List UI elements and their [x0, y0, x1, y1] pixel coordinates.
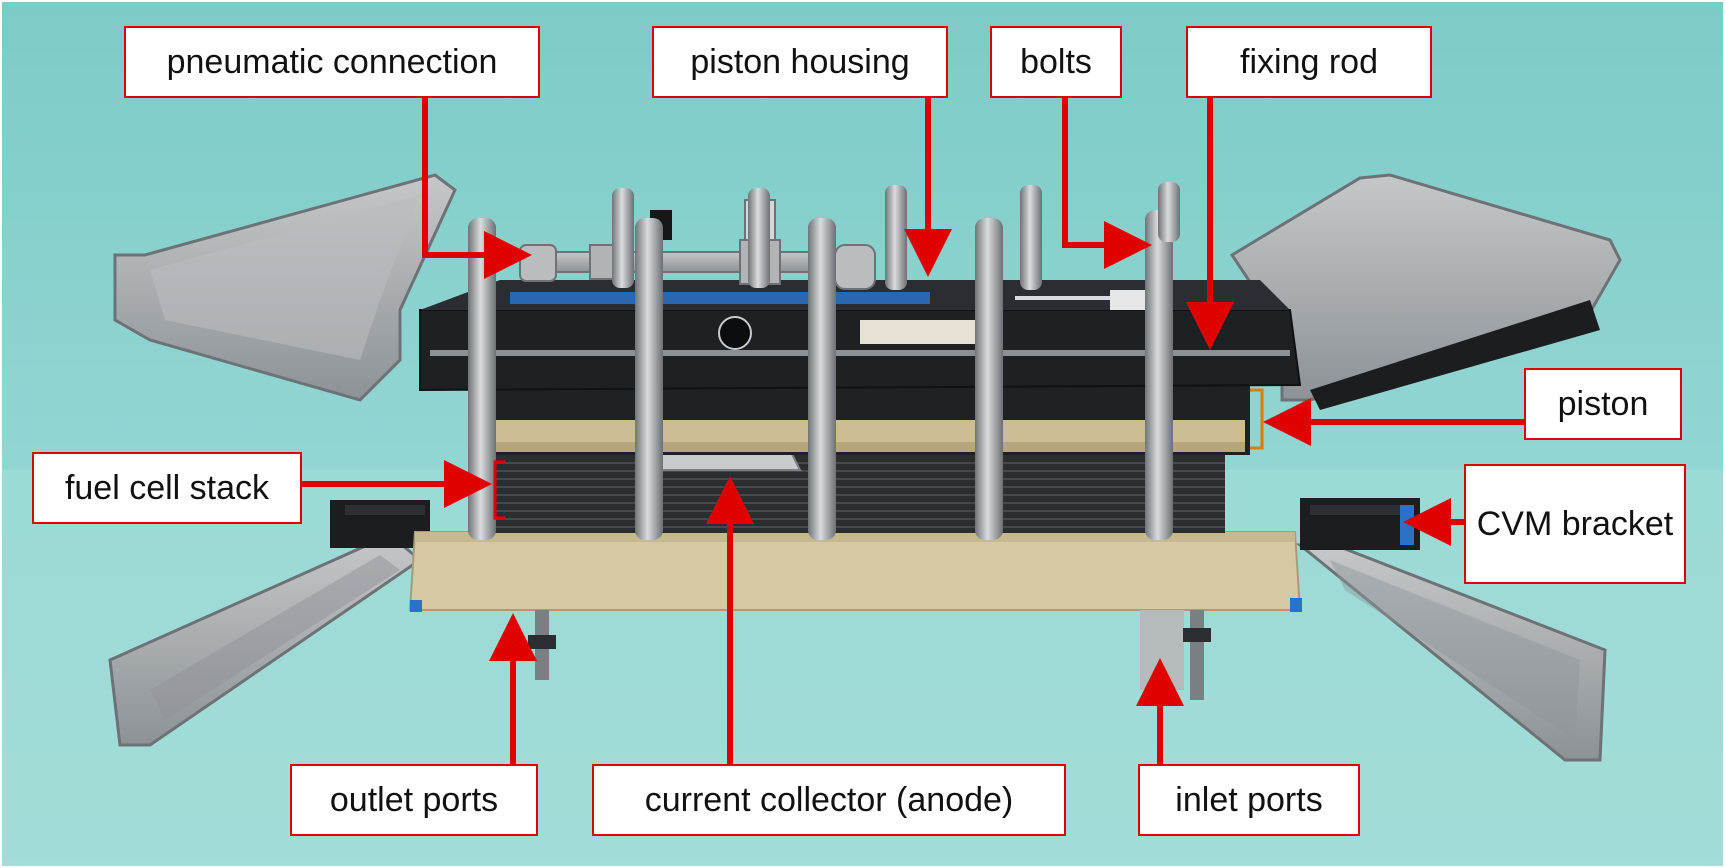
label-outlet-ports: outlet ports [290, 764, 538, 836]
left-handle [113, 173, 457, 402]
stack-bracket [493, 460, 505, 520]
label-current-collector: current collector (anode) [592, 764, 1066, 836]
cvm-bracket-right [1300, 498, 1420, 550]
label-piston: piston [1524, 368, 1682, 440]
annotation-arrows [302, 98, 1524, 764]
label-cvm-bracket: CVM bracket [1464, 464, 1686, 584]
cvm-bracket-left [330, 500, 430, 548]
arrow-pneumatic [422, 98, 532, 279]
base-plate [408, 531, 1302, 612]
left-leg [108, 533, 423, 747]
piston-bracket [1250, 388, 1264, 450]
label-bolts: bolts [990, 26, 1122, 98]
label-fixing-rod: fixing rod [1186, 26, 1432, 98]
piston-plates [490, 385, 1250, 455]
label-inlet-ports: inlet ports [1138, 764, 1360, 836]
label-fuel-cell-stack: fuel cell stack [32, 452, 302, 524]
rods [468, 182, 1180, 540]
label-piston-housing: piston housing [652, 26, 948, 98]
arrow-bolts [1062, 98, 1152, 269]
stack-layers [485, 449, 1225, 533]
label-pneumatic-connection: pneumatic connection [124, 26, 540, 98]
inlet-port-fixture [1140, 610, 1211, 700]
